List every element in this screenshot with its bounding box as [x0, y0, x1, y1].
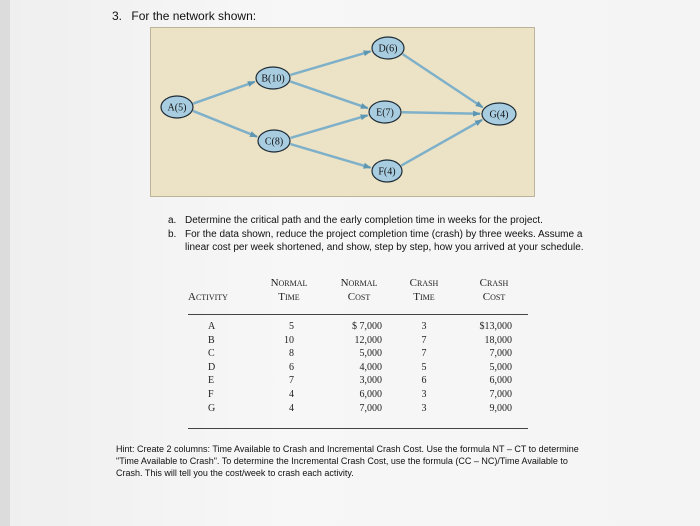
node-c-label: C(8) [265, 137, 283, 148]
table-cell: B [208, 334, 215, 346]
header-activity: Activity [188, 291, 228, 303]
table-cell: 6 [421, 375, 427, 387]
header-normal-cost-line2: Cost [347, 291, 371, 303]
normal-time-column: 5 10 8 6 7 4 4 [270, 320, 294, 415]
question-number: 3. [112, 9, 123, 23]
edge-d-g [401, 53, 484, 109]
header-crash-cost-line2: Cost [482, 291, 506, 303]
node-d-label: D(6) [379, 44, 398, 55]
hint-text: Hint: Create 2 columns: Time Available t… [116, 444, 579, 478]
table-cell: 7,000 [489, 388, 513, 400]
node-g-shape [481, 102, 517, 126]
table-cell: 9,000 [489, 402, 513, 414]
edge-b-d [290, 50, 372, 77]
node-c-shape [257, 129, 291, 153]
table-cell: 12,000 [354, 334, 383, 346]
table-cell: 6,000 [489, 375, 513, 387]
node-g-label: G(4) [490, 110, 509, 121]
table-cell: 7,000 [489, 348, 513, 360]
table-cell: 5,000 [359, 348, 383, 360]
table-cell: 4,000 [359, 361, 383, 373]
question-header: 3. For the network shown: [112, 9, 256, 23]
activity-column: A B C D E F G [208, 320, 222, 415]
header-crash-cost: Crash Cost [470, 276, 518, 304]
crash-time-column: 3 7 7 5 6 3 3 [416, 320, 432, 415]
node-c: C(8) [257, 129, 291, 153]
edge-e-g [401, 110, 482, 117]
table-bottom-rule [188, 428, 528, 429]
edge-b-e [289, 80, 369, 110]
part-a-label: a. [168, 215, 177, 226]
normal-cost-column: $ 7,000 12,000 5,000 4,000 3,000 6,000 7… [336, 320, 382, 415]
table-cell: 6 [289, 361, 294, 373]
part-a: a. Determine the critical path and the e… [168, 214, 588, 227]
node-a-shape [160, 95, 194, 119]
table-cell: 7 [421, 348, 427, 360]
node-g: G(4) [481, 102, 517, 126]
table-cell: 4 [289, 388, 294, 400]
part-a-text: Determine the critical path and the earl… [185, 215, 543, 226]
header-crash-time-line1: Crash [409, 277, 439, 289]
node-f: F(4) [371, 159, 403, 183]
table-cell: 3 [421, 402, 427, 414]
table-top-rule [188, 314, 528, 315]
part-b-label: b. [168, 229, 177, 240]
network-svg: A(5) B(10) C(8) D(6) E(7) F(4) G(4) [160, 36, 517, 183]
node-d-shape [371, 36, 405, 60]
table-cell: 5 [421, 361, 427, 373]
node-f-label: F(4) [378, 167, 395, 178]
node-e: E(7) [368, 100, 402, 124]
header-crash-cost-line1: Crash [479, 277, 509, 289]
header-crash-time-line2: Time [413, 291, 435, 303]
node-e-label: E(7) [376, 108, 394, 119]
question-parts: a. Determine the critical path and the e… [168, 214, 588, 255]
edge-c-e [290, 114, 369, 140]
part-b-text: For the data shown, reduce the project c… [185, 229, 584, 253]
edge-a-b [192, 80, 256, 105]
table-cell: 5,000 [489, 361, 513, 373]
question-prompt: For the network shown: [131, 9, 257, 23]
table-cell: 7,000 [359, 402, 383, 414]
table-cell: 3,000 [359, 375, 383, 387]
table-cell: F [208, 388, 214, 400]
node-b: B(10) [255, 66, 291, 90]
table-cell: 6,000 [359, 388, 383, 400]
crash-cost-column: $13,000 18,000 7,000 5,000 6,000 7,000 9… [466, 320, 513, 415]
table-cell: 4 [289, 402, 294, 414]
part-b: b. For the data shown, reduce the projec… [168, 228, 588, 254]
node-f-shape [371, 159, 403, 183]
edge-a-c [192, 109, 258, 138]
table-cell: $ 7,000 [352, 321, 382, 332]
table-cell: 7 [421, 334, 427, 346]
node-b-shape [255, 66, 291, 90]
table-cell: 10 [284, 334, 294, 346]
table-cell: 8 [289, 348, 294, 360]
table-cell: $13,000 [479, 321, 513, 332]
header-normal-cost: Normal Cost [334, 276, 384, 304]
edge-f-g [400, 118, 483, 167]
node-d: D(6) [371, 36, 405, 60]
node-a-label: A(5) [168, 103, 187, 114]
header-normal-time-line1: Normal [270, 277, 308, 289]
table-cell: 3 [421, 388, 427, 400]
table-cell: 18,000 [484, 334, 513, 346]
table-cell: 5 [289, 321, 294, 332]
table-cell: D [208, 361, 216, 373]
node-e-shape [368, 100, 402, 124]
network-diagram: A(5) B(10) C(8) D(6) E(7) F(4) G(4) [150, 27, 535, 197]
node-a: A(5) [160, 95, 194, 119]
node-b-label: B(10) [261, 74, 284, 85]
table-cell: C [208, 348, 215, 360]
table-cell: G [208, 402, 216, 414]
header-normal-time: Normal Time [264, 276, 314, 304]
table-cell: E [208, 375, 215, 387]
table-cell: A [208, 321, 216, 332]
header-normal-cost-line1: Normal [340, 277, 378, 289]
table-cell: 7 [289, 375, 294, 387]
table-cell: 3 [421, 321, 427, 332]
edge-c-f [290, 142, 372, 169]
header-crash-time: Crash Time [404, 276, 444, 304]
header-normal-time-line2: Time [278, 291, 300, 303]
